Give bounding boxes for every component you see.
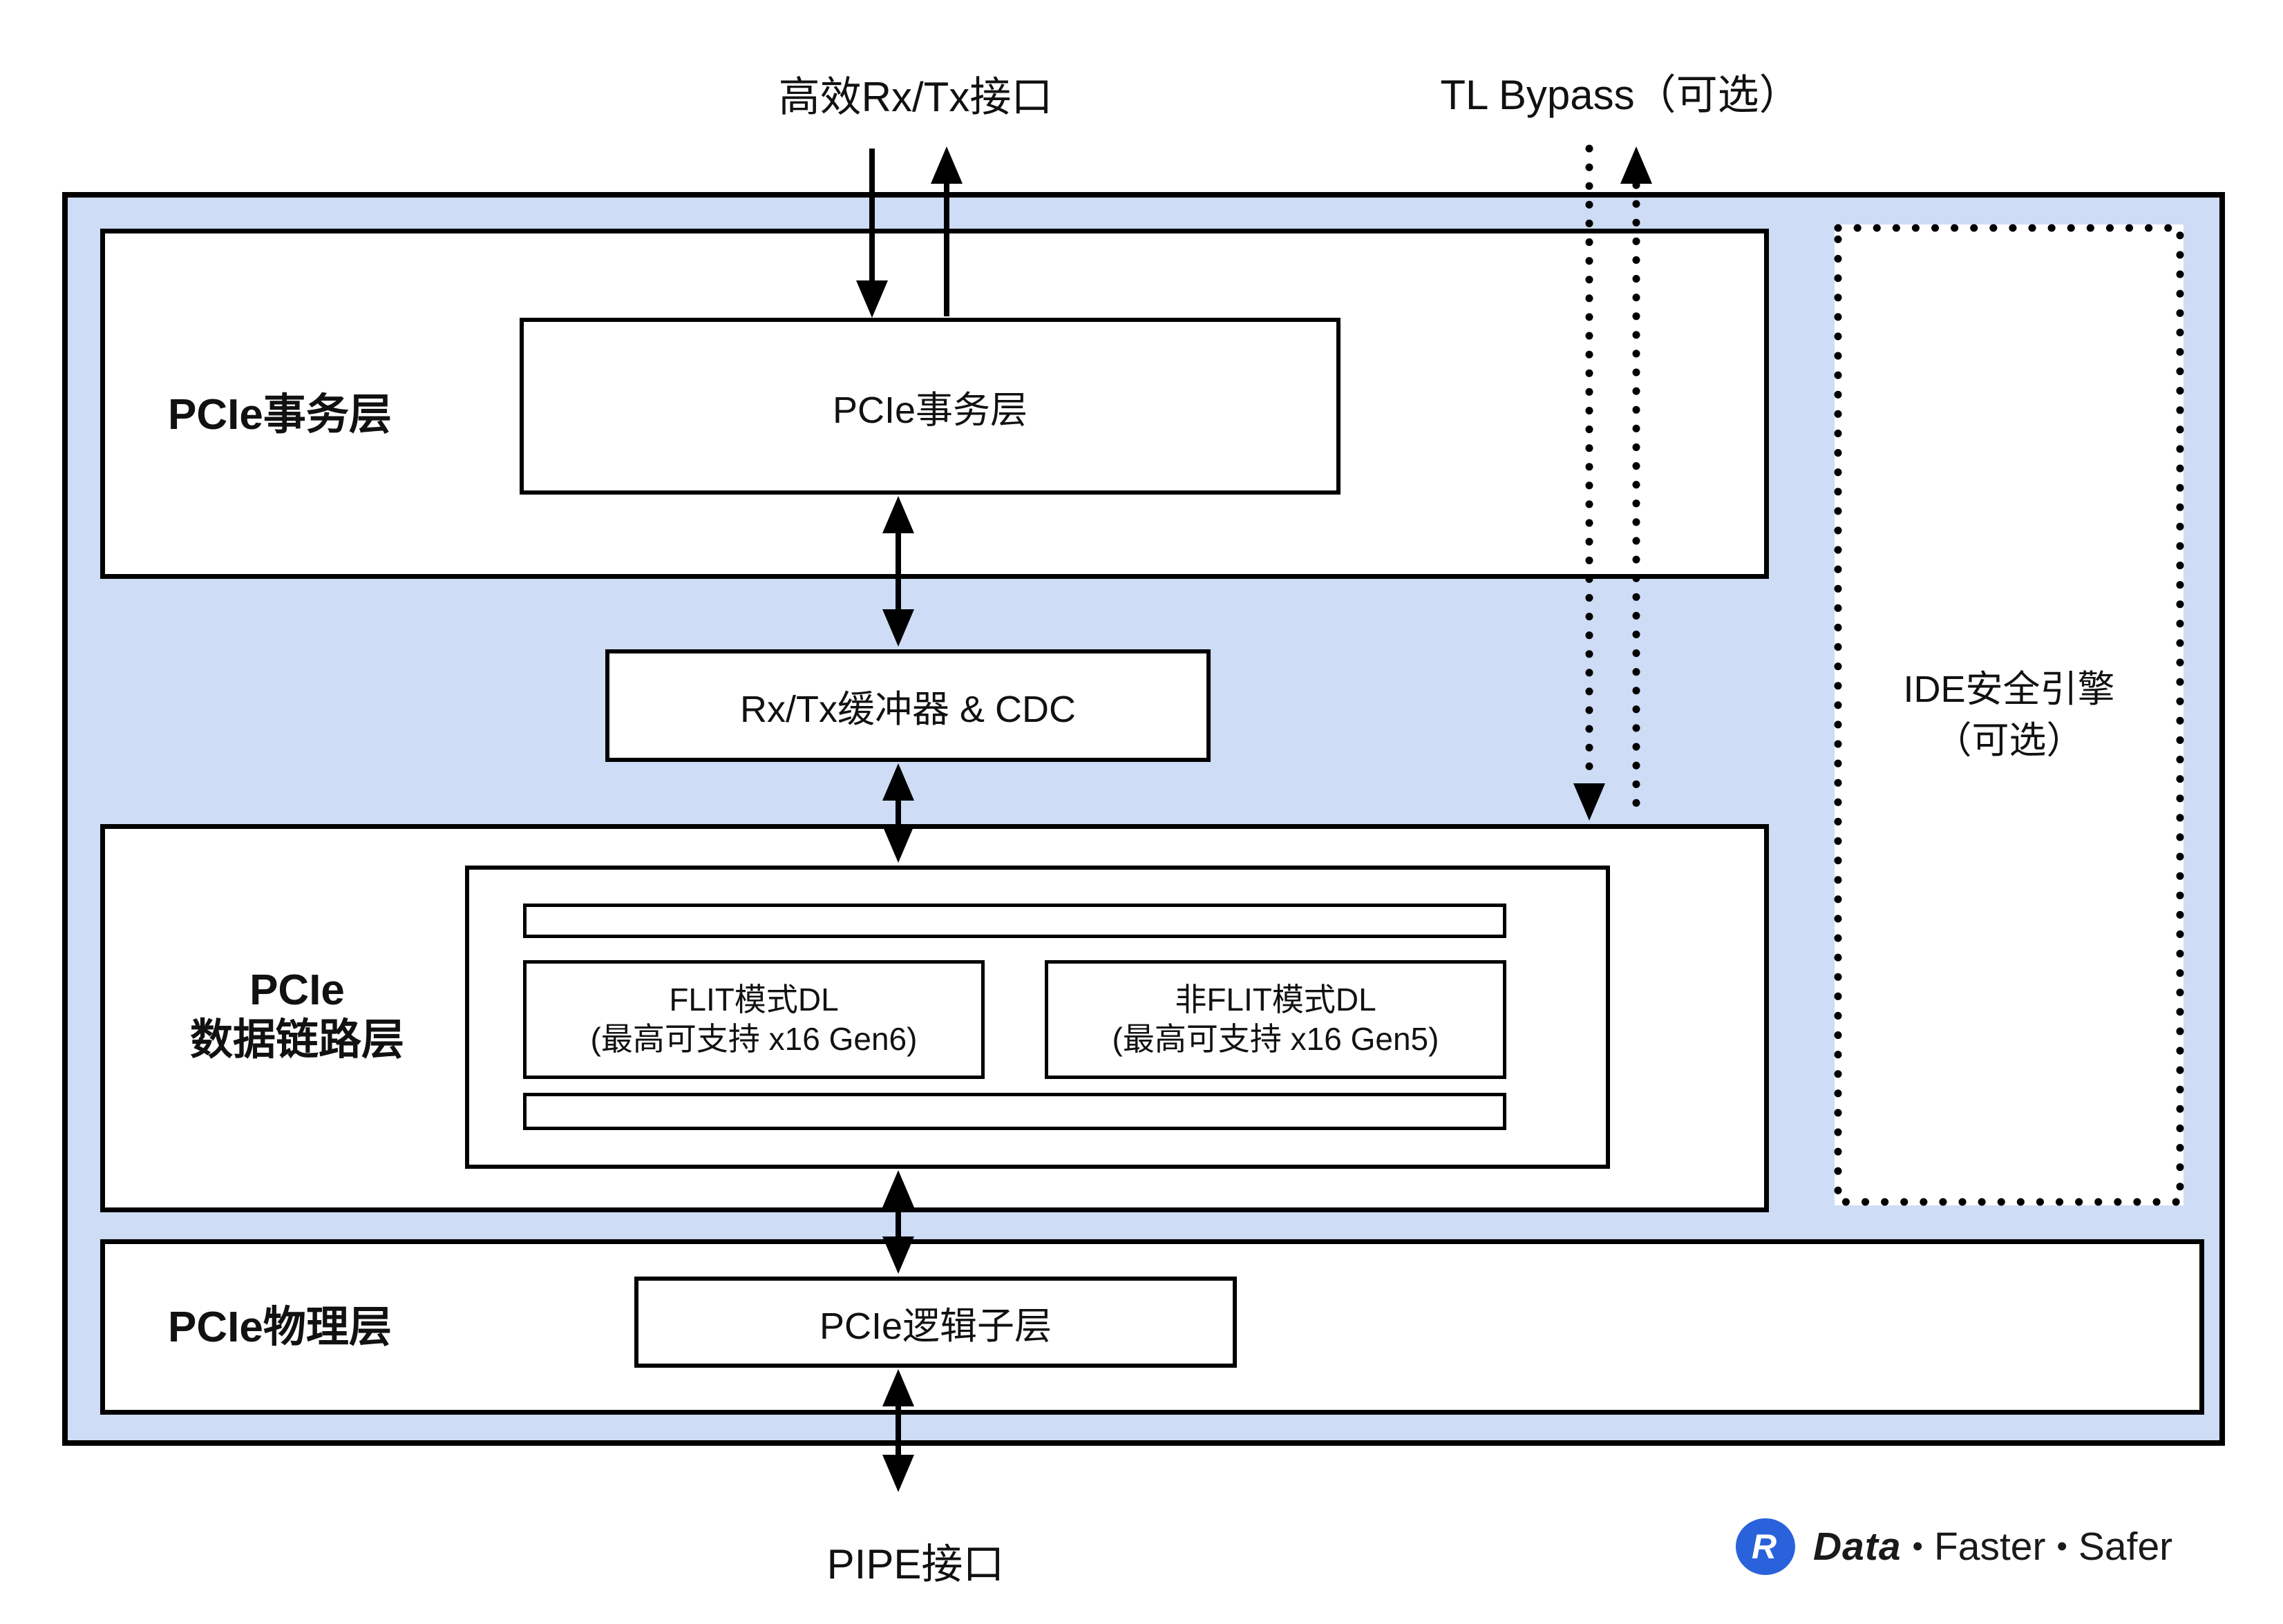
logo-separator-icon: •	[2056, 1529, 2067, 1563]
logo-word-safer: Safer	[2078, 1525, 2173, 1569]
logo-word-faster: Faster	[1933, 1525, 2046, 1569]
data-link-top-bar	[523, 904, 1506, 938]
rxtx-buffer-cdc-label: Rx/Tx缓冲器 & CDC	[740, 689, 1076, 730]
logo-r-icon: R	[1736, 1518, 1795, 1575]
ide-engine-line2: （可选）	[1934, 720, 2084, 761]
data-link-label-line1: PCIe	[249, 966, 345, 1014]
data-link-layer-section-label: PCIe 数据链路层	[159, 966, 435, 1065]
flit-mode-dl-box: FLIT模式DL (最高可支持 x16 Gen6)	[523, 960, 985, 1079]
logical-sublayer-label: PCIe逻辑子层	[819, 1305, 1052, 1347]
logo-text: Data • Faster • Safer	[1813, 1524, 2172, 1569]
logical-sublayer-box: PCIe逻辑子层	[634, 1277, 1237, 1368]
logo-letter: R	[1751, 1527, 1777, 1566]
non-flit-mode-line1: 非FLIT模式DL	[1175, 982, 1376, 1018]
transaction-layer-box: PCIe事务层	[520, 318, 1341, 495]
brand-logo: R Data • Faster • Safer	[1736, 1518, 2172, 1575]
flit-mode-line2: (最高可支持 x16 Gen6)	[590, 1021, 918, 1057]
data-link-label-line2: 数据链路层	[189, 1016, 404, 1064]
pipe-interface-label: PIPE接口	[826, 1541, 1005, 1587]
ide-security-engine-box: IDE安全引擎 （可选）	[1835, 225, 2183, 1205]
tl-bypass-label: TL Bypass（可选）	[1440, 72, 1801, 118]
ide-engine-line1: IDE安全引擎	[1903, 669, 2115, 710]
non-flit-mode-line2: (最高可支持 x16 Gen5)	[1112, 1021, 1439, 1057]
physical-layer-section-label: PCIe物理层	[168, 1303, 392, 1351]
non-flit-mode-dl-box: 非FLIT模式DL (最高可支持 x16 Gen5)	[1045, 960, 1506, 1079]
rxtx-interface-label: 高效Rx/Tx接口	[778, 74, 1053, 120]
flit-mode-line1: FLIT模式DL	[669, 982, 839, 1018]
transaction-layer-box-label: PCIe事务层	[832, 389, 1028, 431]
logo-separator-icon: •	[1912, 1529, 1923, 1563]
transaction-layer-section-label: PCIe事务层	[168, 391, 392, 439]
rxtx-buffer-cdc-box: Rx/Tx缓冲器 & CDC	[605, 649, 1211, 762]
logo-word-data: Data	[1813, 1525, 1902, 1569]
data-link-bottom-bar	[523, 1093, 1506, 1130]
